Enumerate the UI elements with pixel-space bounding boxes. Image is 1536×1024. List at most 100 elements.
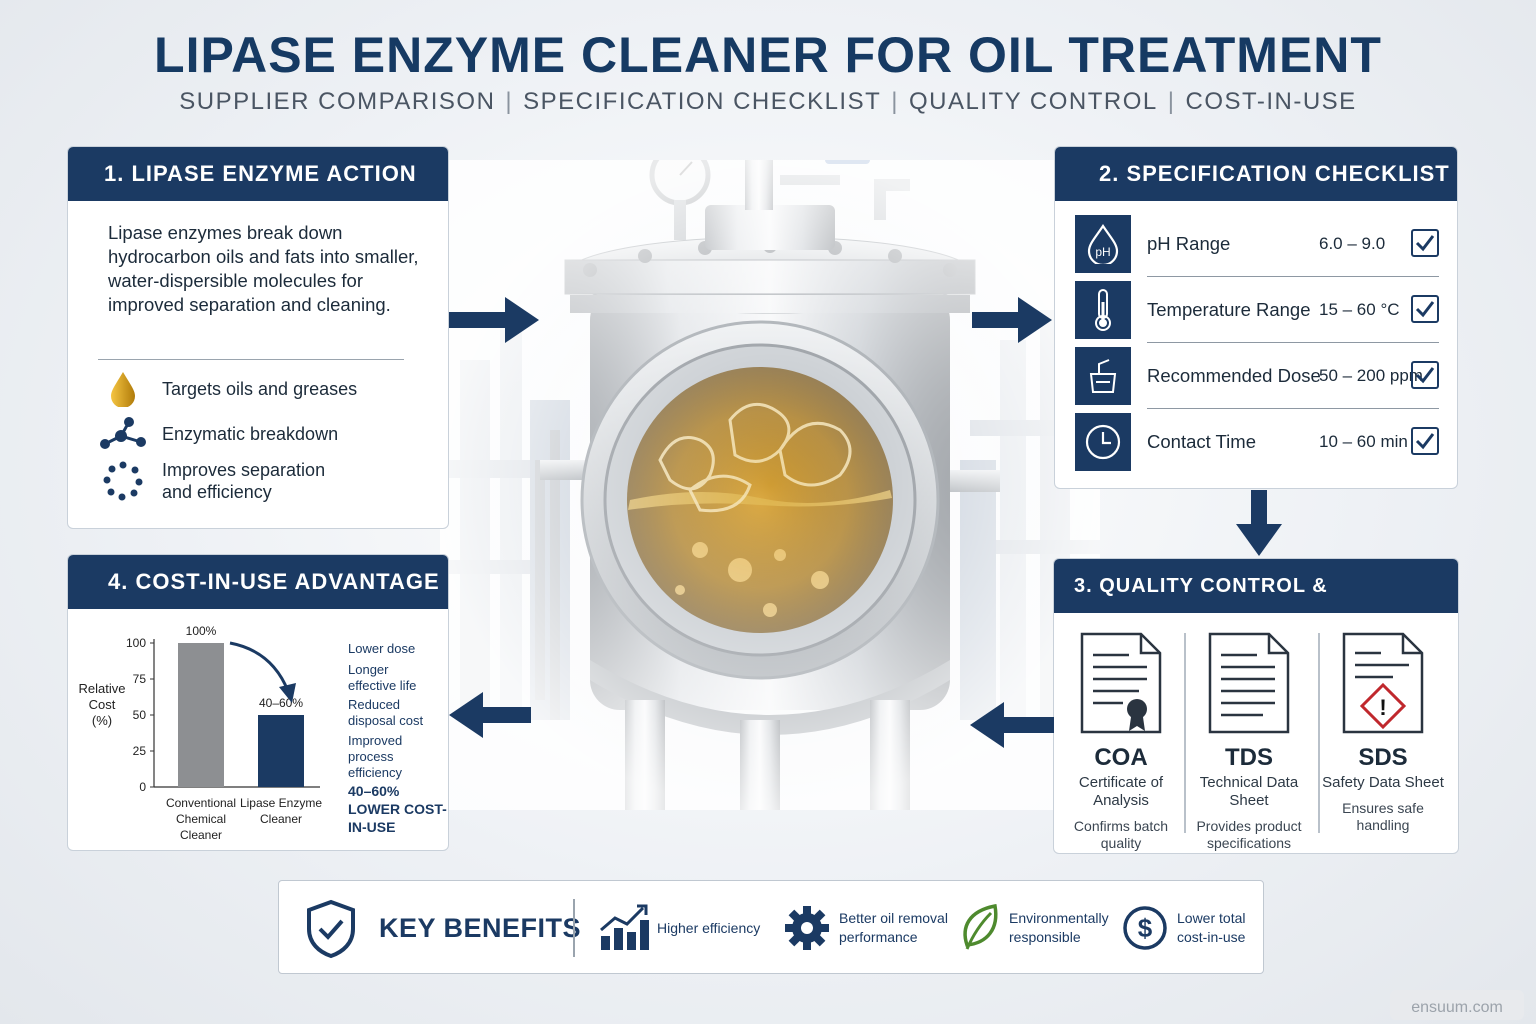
doc-full-name: Certificate of Analysis: [1078, 774, 1164, 809]
doc-note: Ensures safe handling: [1342, 800, 1424, 833]
reduction-arrowhead: [279, 683, 296, 703]
page-title: LIPASE ENZYME CLEANER FOR OIL TREATMENT: [154, 27, 1382, 83]
bar: [258, 715, 304, 787]
certificate-icon: [1080, 632, 1162, 734]
key-benefits-bar: KEY BENEFITS Higher efficiency Better oi…: [278, 880, 1264, 974]
gear-icon: [785, 906, 829, 950]
leaf-icon: [963, 903, 998, 950]
page-subtitle: SUPPLIER COMPARISON|SPECIFICATION CHECKL…: [179, 88, 1357, 115]
y-axis-label: Cost: [89, 697, 116, 712]
svg-text:!: !: [1379, 695, 1386, 720]
doc-coa: COA Certificate of Analysis Confirms bat…: [1054, 631, 1188, 852]
enzyme-action-panel: 1. LIPASE ENZYME ACTION Lipase enzymes b…: [67, 146, 449, 529]
row-divider: [1147, 342, 1439, 343]
arrow-down-icon: [1236, 490, 1282, 556]
spec-row-ph: pH pH Range 6.0 – 9.0: [1075, 215, 1443, 277]
advantage-item: Longer effective life: [348, 662, 417, 693]
panel-title: 3. QUALITY CONTROL & DOCUMENTATION: [1054, 559, 1458, 651]
panel-title: 2. SPECIFICATION CHECKLIST: [1055, 147, 1457, 201]
subtitle-item: SUPPLIER COMPARISON: [179, 88, 496, 115]
arrow-left-icon: [449, 692, 531, 738]
doc-sds: ! SDS Safety Data Sheet Ensures safe han…: [1316, 631, 1450, 834]
doc-full-name: Technical Data Sheet: [1199, 774, 1299, 809]
category-label: Cleaner: [180, 828, 222, 842]
checkbox-checked[interactable]: [1411, 229, 1439, 257]
divider: [1318, 633, 1320, 833]
subtitle-item: COST-IN-USE: [1185, 88, 1357, 115]
row-divider: [1147, 408, 1439, 409]
subtitle-item: QUALITY CONTROL: [909, 88, 1158, 115]
y-tick-label: 50: [133, 708, 147, 722]
spec-value: 50 – 200 ppm: [1319, 366, 1423, 385]
growth-chart-icon: [600, 904, 649, 950]
spec-value: 15 – 60 °C: [1319, 300, 1400, 319]
enzyme-action-description: Lipase enzymes break down hydrocarbon oi…: [108, 222, 419, 315]
feature-label: Improves separation and efficiency: [162, 460, 326, 502]
doc-full-name: Safety Data Sheet: [1322, 774, 1444, 791]
spec-label: pH Range: [1147, 233, 1231, 254]
feature-label: Enzymatic breakdown: [162, 423, 339, 444]
quality-control-panel: 3. QUALITY CONTROL & DOCUMENTATION COA C…: [1053, 558, 1459, 854]
dosing-icon: [1075, 347, 1131, 405]
panel-title: 4. COST-IN-USE ADVANTAGE: [68, 555, 448, 609]
divider: [1184, 633, 1186, 833]
industrial-background: [440, 160, 1100, 810]
benefit-label: Higher efficiency: [657, 919, 761, 936]
doc-abbr: TDS: [1225, 744, 1273, 771]
key-benefits-title: KEY BENEFITS: [379, 913, 582, 943]
y-tick-label: 25: [133, 744, 147, 758]
benefit-label: Environmentally responsible: [1009, 910, 1109, 945]
feature-item: Improves separation and efficiency: [98, 459, 332, 503]
spec-label: Contact Time: [1147, 431, 1256, 452]
benefit-label: Lower total cost-in-use: [1177, 910, 1246, 945]
doc-abbr: SDS: [1358, 744, 1408, 771]
feature-item: Enzymatic breakdown: [98, 414, 338, 454]
feature-label: Targets oils and greases: [162, 378, 358, 399]
doc-tds: TDS Technical Data Sheet Provides produc…: [1182, 631, 1316, 852]
feature-item: Targets oils and greases: [98, 369, 357, 409]
bar: [178, 643, 224, 787]
checkbox-checked[interactable]: [1411, 427, 1439, 455]
spec-row-dose: Recommended Dose 50 – 200 ppm: [1075, 347, 1443, 409]
advantage-item: Reduced disposal cost: [348, 697, 424, 728]
thermometer-icon: [1075, 281, 1131, 339]
reduction-arrow: [229, 641, 290, 692]
y-axis-label: Relative: [79, 681, 126, 696]
checkbox-checked[interactable]: [1411, 361, 1439, 389]
cost-summary: 40–60% LOWER COST-IN-USE: [348, 783, 447, 835]
svg-text:pH: pH: [1095, 245, 1110, 259]
spec-row-contact-time: Contact Time 10 – 60 min: [1075, 413, 1443, 471]
spec-label: Recommended Dose: [1147, 365, 1321, 386]
cost-bar-chart: 0255075100RelativeCost(%)100%Conventiona…: [79, 624, 323, 842]
dollar-icon: $: [1123, 906, 1167, 950]
divider: [573, 899, 575, 957]
data-sheet-icon: [1208, 632, 1290, 734]
y-tick-label: 0: [139, 780, 146, 794]
arrow-right-icon: [972, 297, 1052, 343]
advantage-item: Lower dose: [348, 641, 416, 656]
y-tick-label: 75: [133, 672, 147, 686]
oil-drop-icon: [98, 369, 148, 409]
doc-note: Confirms batch quality: [1073, 818, 1169, 851]
safety-sheet-icon: !: [1342, 632, 1424, 734]
benefit-label: Better oil removal performance: [839, 910, 948, 945]
category-label: Conventional: [166, 796, 236, 810]
spec-row-temperature: Temperature Range 15 – 60 °C: [1075, 281, 1443, 343]
check-icon: [1415, 433, 1435, 450]
y-axis-label: (%): [92, 713, 112, 728]
benefit-item: Higher efficiency: [597, 881, 760, 975]
panel-title: 1. LIPASE ENZYME ACTION: [68, 147, 448, 201]
watermark: ensuum.com: [1390, 990, 1524, 1020]
check-icon: [1415, 301, 1435, 318]
divider: [98, 359, 404, 360]
doc-note: Provides product specifications: [1196, 818, 1302, 851]
bar-data-label: 100%: [186, 624, 217, 638]
specification-checklist-panel: 2. SPECIFICATION CHECKLIST pH pH Range 6…: [1054, 146, 1458, 489]
doc-abbr: COA: [1094, 744, 1148, 771]
arrow-right-icon: [449, 297, 539, 343]
ph-drop-icon: pH: [1075, 215, 1131, 273]
spec-label: Temperature Range: [1147, 299, 1311, 320]
subtitle-item: SPECIFICATION CHECKLIST: [523, 88, 882, 115]
checkbox-checked[interactable]: [1411, 295, 1439, 323]
